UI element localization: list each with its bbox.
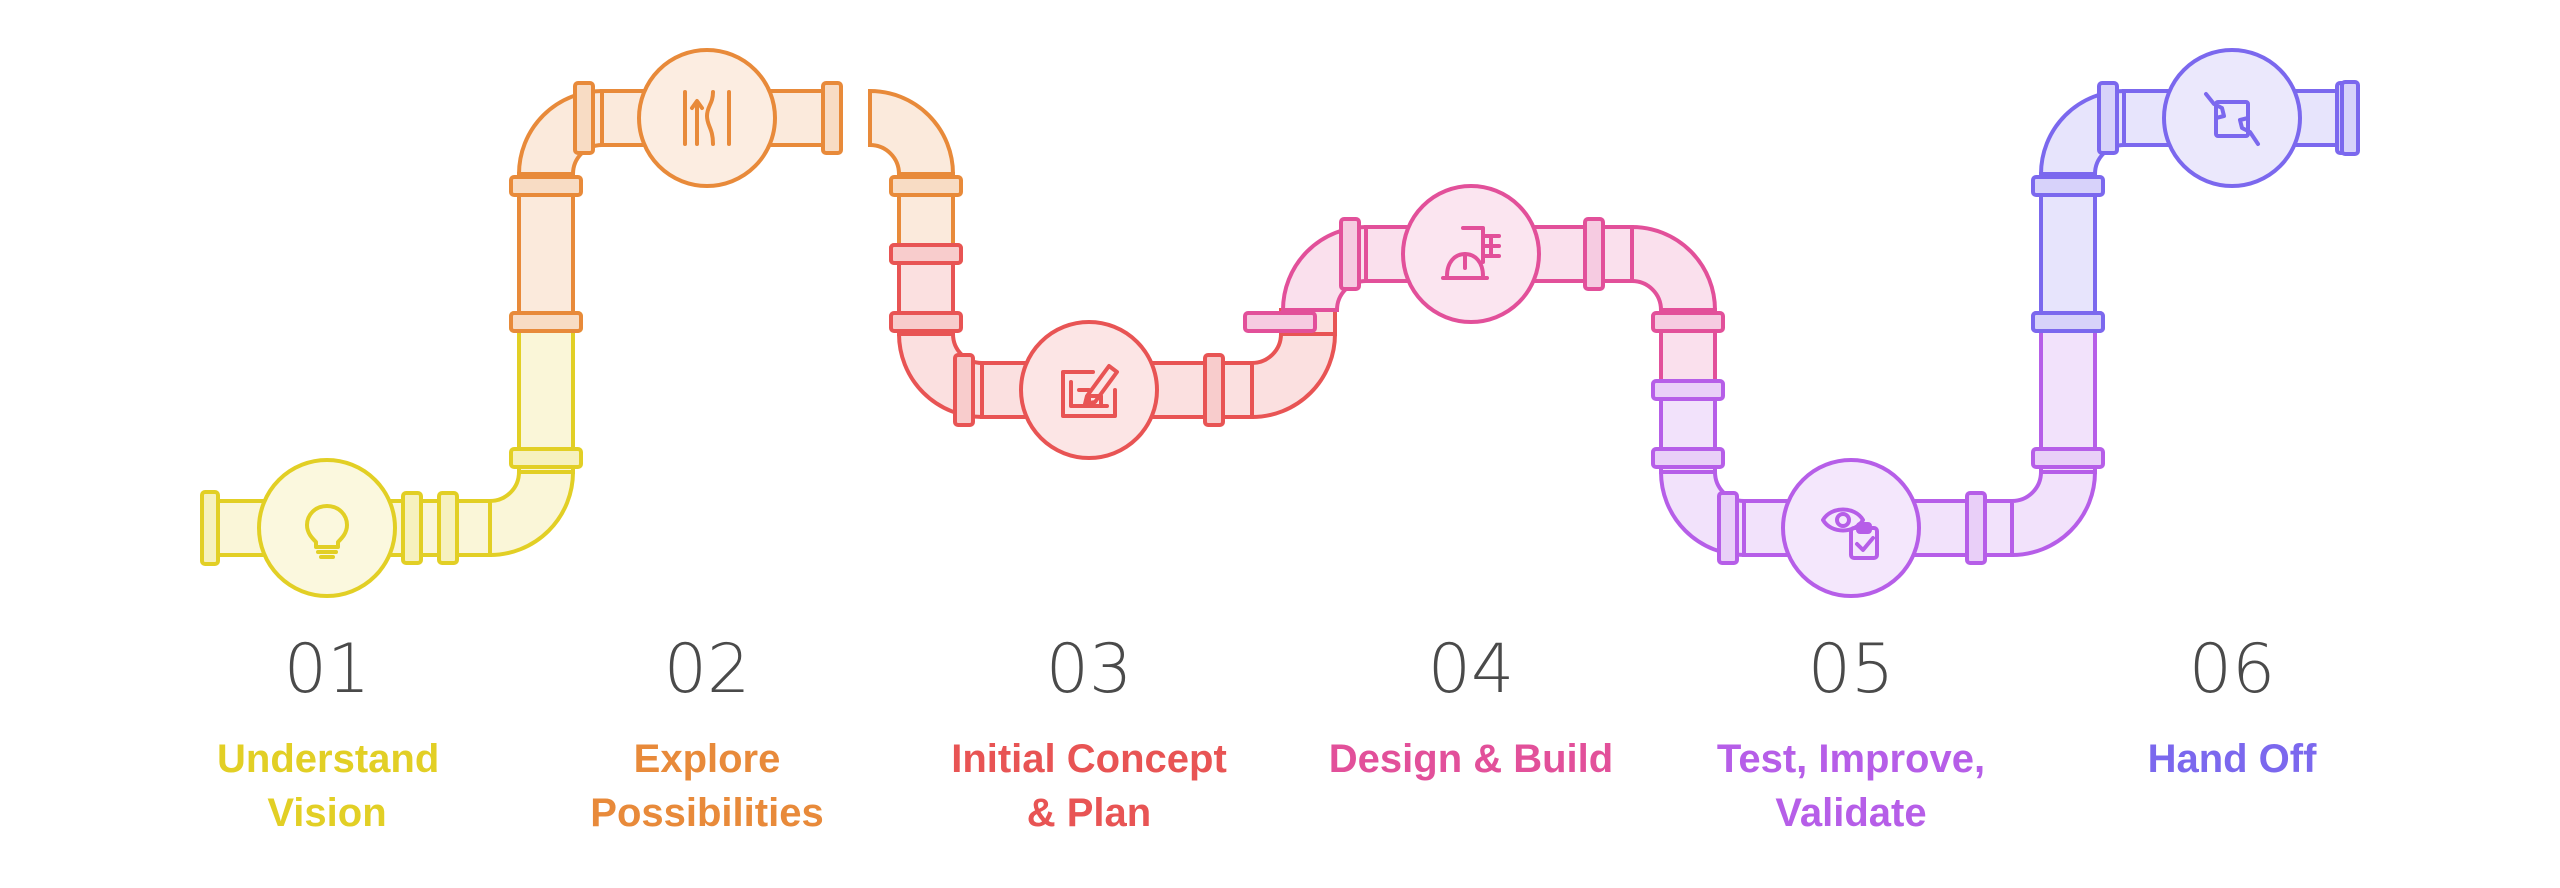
step-label: Explore Possibilities xyxy=(590,737,824,835)
pipe-bend xyxy=(488,470,576,558)
pipe-collar xyxy=(2031,447,2105,469)
step-node-01 xyxy=(257,458,397,598)
step-label: Hand Off xyxy=(2147,737,2317,781)
pipe-collar xyxy=(1203,353,1225,427)
step-node-05 xyxy=(1781,458,1921,598)
pipe-collar xyxy=(509,311,583,333)
step-number: 03 xyxy=(1045,630,1133,709)
step-node-circle xyxy=(2162,48,2302,188)
step-number: 06 xyxy=(2188,630,2276,709)
step-number: 01 xyxy=(283,630,371,709)
pipe-end-cap xyxy=(200,490,220,566)
pipe-collar xyxy=(889,175,963,197)
pipe-collar xyxy=(1965,491,1987,565)
pipe-collar xyxy=(2031,311,2105,333)
pipe-collar xyxy=(1339,217,1361,291)
step-node-06 xyxy=(2162,48,2302,188)
step-number: 02 xyxy=(663,630,751,709)
pipe-collar xyxy=(1243,311,1317,333)
step-label: Initial Concept & Plan xyxy=(951,737,1227,835)
pipe-collar xyxy=(573,81,595,155)
step-number: 05 xyxy=(1807,630,1895,709)
pipe-collar xyxy=(1651,311,1725,333)
pipe-collar xyxy=(2031,175,2105,197)
pipe-collar xyxy=(2097,81,2119,155)
step-node-circle xyxy=(257,458,397,598)
pipe-collar xyxy=(953,353,975,427)
pipe-vertical xyxy=(517,318,575,474)
step-node-04 xyxy=(1401,184,1541,324)
pipe-collar xyxy=(509,447,583,469)
pipe-end-cap xyxy=(2340,80,2360,156)
pipe-collar xyxy=(1583,217,1605,291)
pipe-bend xyxy=(1630,224,1718,312)
step-label: Understand Vision xyxy=(217,737,440,835)
pipe-collar xyxy=(889,311,963,333)
step-label: Test, Improve, Validate xyxy=(1716,737,1986,835)
pipe-bend xyxy=(868,88,956,176)
pipe-collar xyxy=(1651,447,1725,469)
pipe-collar xyxy=(437,491,459,565)
pipe-collar xyxy=(1651,379,1725,401)
pipe-collar xyxy=(889,243,963,265)
pipe-collar xyxy=(821,81,843,155)
step-label: Design & Build xyxy=(1328,737,1614,781)
step-node-02 xyxy=(637,48,777,188)
pipe-collar xyxy=(1717,491,1739,565)
pipe-bend xyxy=(1250,332,1338,420)
pipe-collar xyxy=(401,491,423,565)
step-node-03 xyxy=(1019,320,1159,460)
step-number: 04 xyxy=(1427,630,1515,709)
pipe-collar xyxy=(509,175,583,197)
pipe-bend xyxy=(2010,470,2098,558)
